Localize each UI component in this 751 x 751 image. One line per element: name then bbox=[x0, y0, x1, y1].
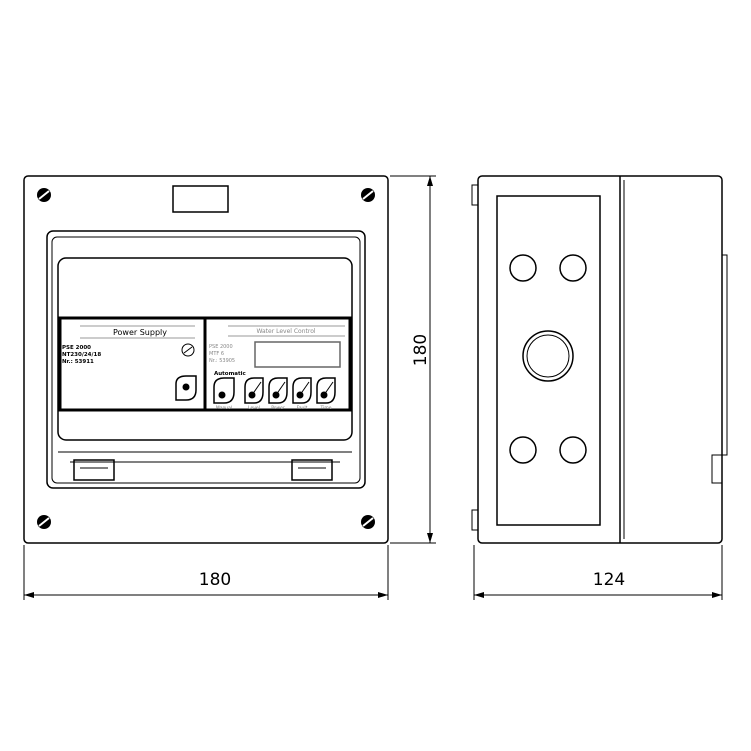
hinge-right bbox=[291, 459, 333, 481]
svg-text:180: 180 bbox=[411, 334, 431, 366]
svg-text:Automatic: Automatic bbox=[214, 371, 246, 377]
svg-text:Time: Time bbox=[319, 405, 331, 411]
svg-text:NT230/24/18: NT230/24/18 bbox=[62, 352, 101, 358]
svg-text:124: 124 bbox=[593, 570, 625, 590]
knockout bbox=[509, 436, 537, 464]
svg-text:Power: Power bbox=[271, 405, 285, 411]
side-view bbox=[471, 175, 728, 544]
screw-icons bbox=[37, 188, 375, 529]
svg-text:Nr.: 53905: Nr.: 53905 bbox=[209, 358, 235, 364]
knockout-large bbox=[522, 330, 574, 382]
front-view: Power Supply PSE 2000 NT230/24/18 Nr.: 5… bbox=[23, 175, 389, 544]
svg-text:Level: Level bbox=[248, 405, 260, 411]
label-slot bbox=[172, 185, 229, 213]
svg-text:Fault: Fault bbox=[297, 405, 308, 411]
front-outer-frame bbox=[23, 175, 389, 544]
svg-text:PSE 2000: PSE 2000 bbox=[62, 345, 91, 351]
svg-text:PSE 2000: PSE 2000 bbox=[209, 344, 233, 350]
svg-text:180: 180 bbox=[199, 570, 231, 590]
power-supply-title: Power Supply bbox=[113, 328, 167, 337]
dimension-width: 180 bbox=[23, 545, 389, 600]
svg-text:MTF 6: MTF 6 bbox=[209, 351, 224, 357]
svg-text:Manual: Manual bbox=[216, 405, 232, 411]
fault-button[interactable] bbox=[292, 377, 312, 404]
cover bbox=[57, 257, 353, 441]
display bbox=[254, 341, 341, 368]
fuse-icon bbox=[181, 343, 195, 357]
power-button[interactable] bbox=[268, 377, 288, 404]
knockout bbox=[559, 254, 587, 282]
water-level-title: Water Level Control bbox=[256, 328, 315, 335]
manual-button[interactable] bbox=[213, 377, 235, 404]
power-switch[interactable] bbox=[175, 375, 197, 401]
door-frame bbox=[46, 230, 366, 489]
knockout bbox=[559, 436, 587, 464]
level-button[interactable] bbox=[244, 377, 264, 404]
knockout bbox=[509, 254, 537, 282]
svg-text:Nr.: 53911: Nr.: 53911 bbox=[62, 359, 94, 365]
time-button[interactable] bbox=[316, 377, 336, 404]
dimension-height: 180 bbox=[390, 175, 436, 544]
dimension-depth: 124 bbox=[473, 545, 723, 600]
hinge-left bbox=[73, 459, 115, 481]
